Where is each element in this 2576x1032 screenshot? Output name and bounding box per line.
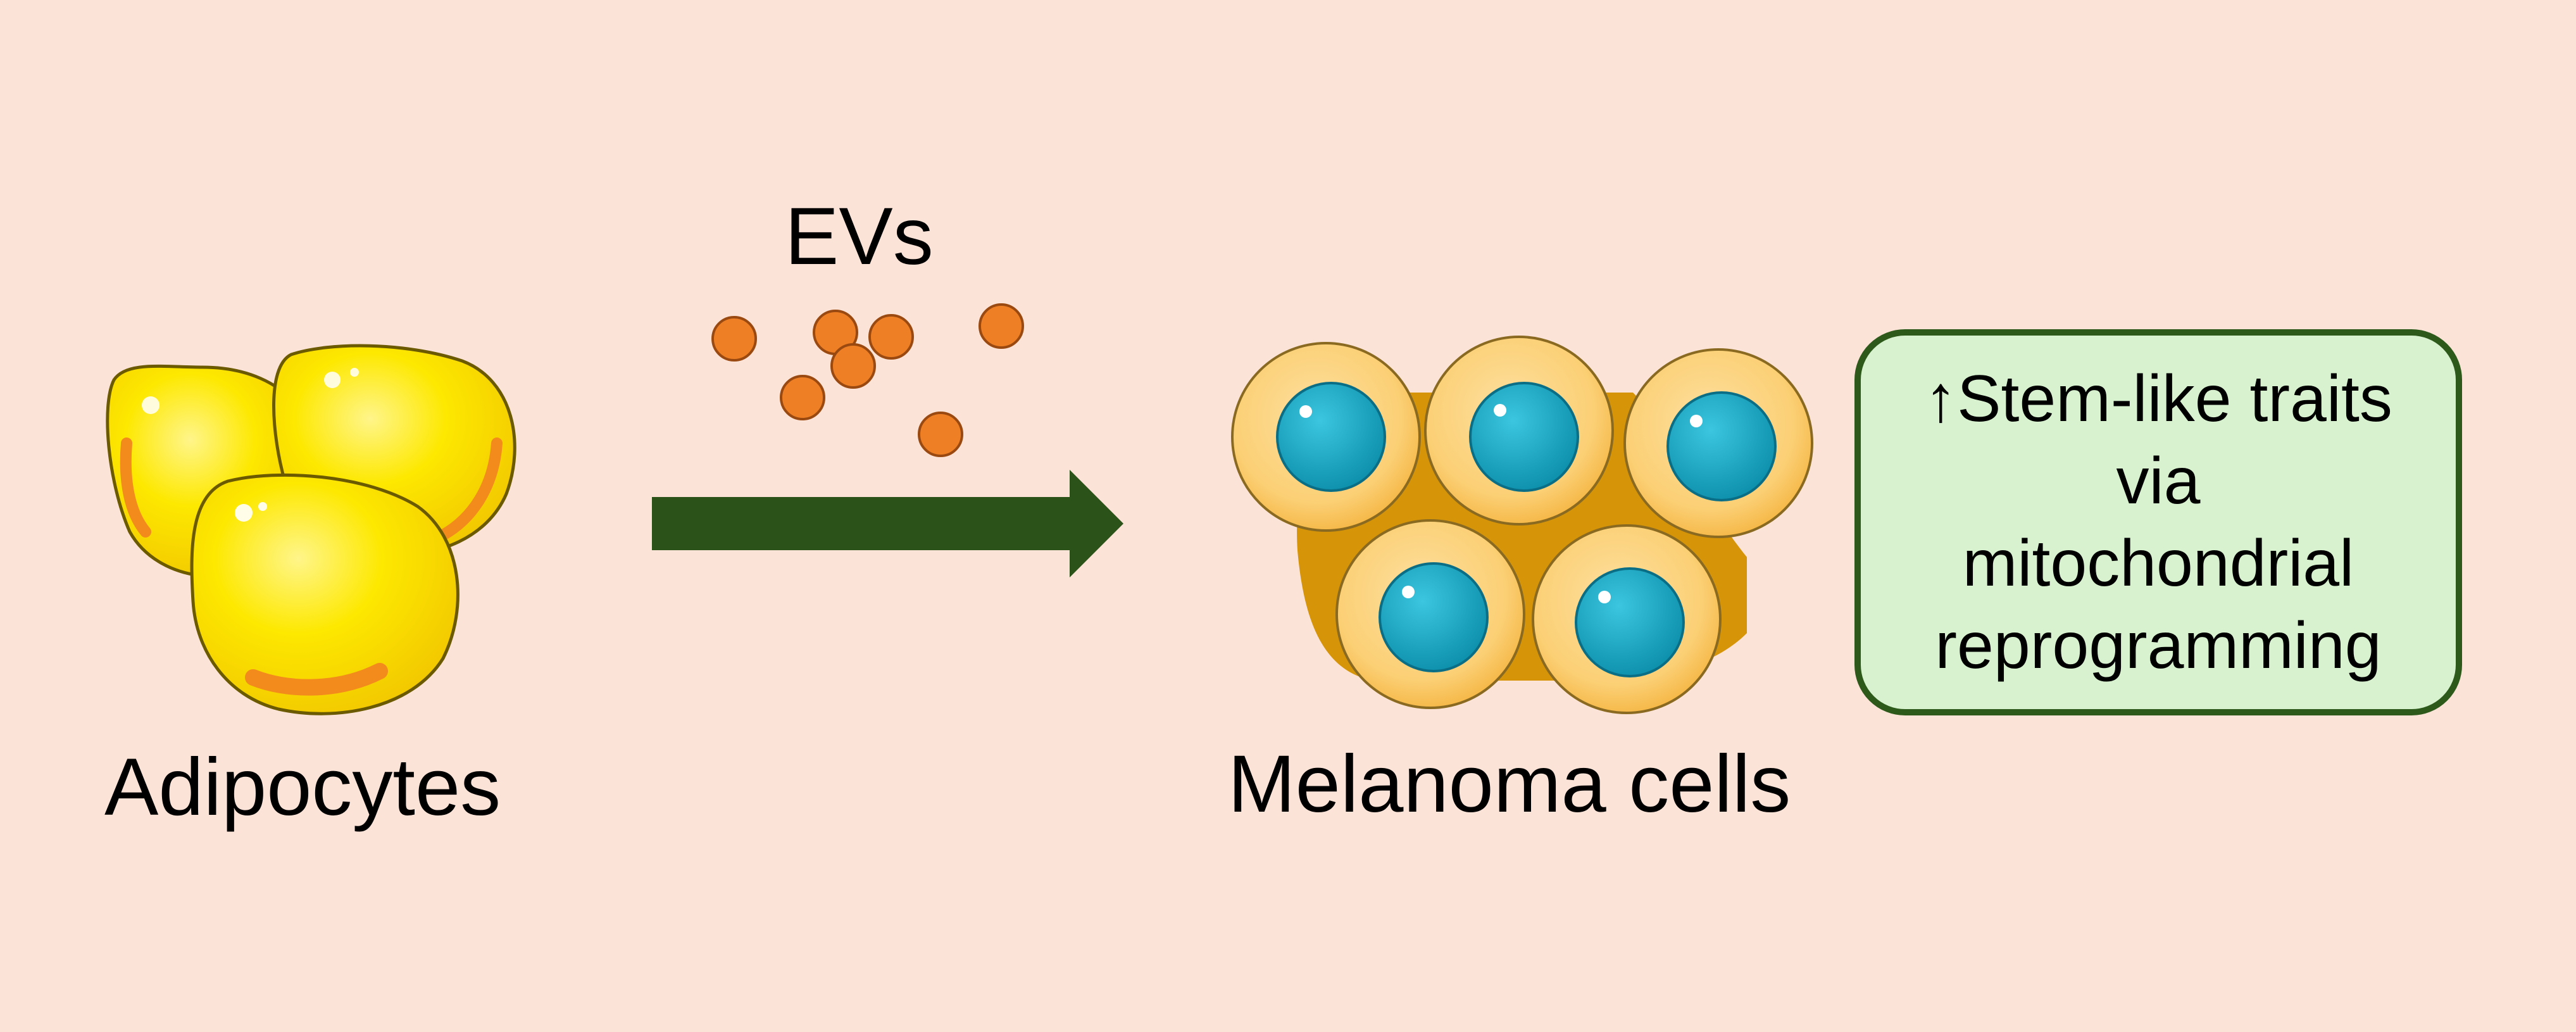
ev-particle-icon	[979, 303, 1024, 349]
adipocyte-cell	[190, 473, 460, 715]
outcome-line: ↑Stem-like traits	[1924, 362, 2392, 436]
melanoma-cell	[1335, 519, 1525, 709]
ev-particle-icon	[830, 343, 876, 389]
outcome-line: mitochondrial	[1962, 527, 2354, 600]
outcome-line: reprogramming	[1935, 609, 2382, 683]
evs-label: EVs	[785, 191, 934, 282]
melanoma-cells-label: Melanoma cells	[1228, 739, 1791, 829]
melanoma-cell	[1424, 336, 1614, 525]
right-arrow-icon	[652, 470, 1123, 577]
melanoma-cell	[1623, 348, 1813, 538]
melanoma-cell-cluster-icon	[1231, 336, 1813, 714]
adipocyte-cluster-icon	[106, 344, 516, 715]
ev-particles	[711, 303, 1024, 457]
adipocytes-label: Adipocytes	[104, 742, 501, 833]
outcome-line: via	[2116, 444, 2201, 518]
ev-particle-icon	[868, 314, 914, 360]
outcome-box: ↑Stem-like traits via mitochondrial repr…	[1854, 329, 2462, 715]
ev-particle-icon	[711, 316, 757, 362]
melanoma-cell	[1231, 342, 1421, 532]
melanoma-cell	[1532, 524, 1722, 714]
ev-particle-icon	[918, 412, 963, 457]
ev-particle-icon	[780, 375, 825, 420]
